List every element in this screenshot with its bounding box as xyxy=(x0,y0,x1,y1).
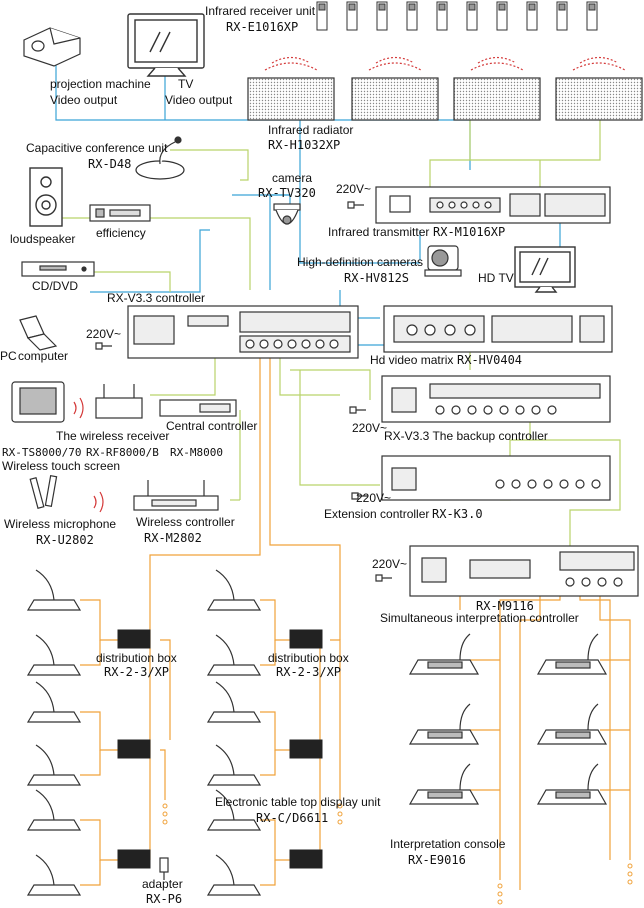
ir-transmitter-label: Infrared transmitter xyxy=(328,225,430,239)
adapter-model: RX-P6 xyxy=(146,892,183,906)
ptz-camera-icon xyxy=(424,245,462,277)
interpretation-console-model: RX-E9016 xyxy=(408,853,466,867)
main-controller-label: RX-V3.3 controller xyxy=(107,291,206,305)
tv-icon xyxy=(127,13,205,77)
projector-sub: Video output xyxy=(50,93,118,107)
power-label-e: 220V~ xyxy=(372,557,408,571)
power-label-a: 220V~ xyxy=(336,182,372,196)
adapter-label: adapter xyxy=(142,877,183,891)
laptop-icon xyxy=(19,315,58,351)
green-cables xyxy=(62,105,621,555)
wireless-controller-label: Wireless controller xyxy=(136,515,235,529)
si-controller-device xyxy=(409,545,639,597)
interpretation-console-label: Interpretation console xyxy=(390,837,506,851)
ir-radiator-title: Infrared radiator xyxy=(268,123,354,137)
tv-sub: Video output xyxy=(165,93,233,107)
conference-unit-icon xyxy=(135,136,185,180)
wireless-mic-model: RX-U2802 xyxy=(36,533,94,547)
ir-waves xyxy=(264,56,626,71)
interpretation-consoles xyxy=(408,633,608,805)
hd-cameras-title: High-definition cameras xyxy=(297,255,424,269)
central-controller-label: Central controller xyxy=(166,419,258,433)
hd-matrix-label: Hd video matrix xyxy=(370,353,454,367)
touch-screen-icon xyxy=(11,381,65,423)
rf-model: RX-RF8000/B xyxy=(86,446,159,459)
wireless-mic-icon xyxy=(29,475,58,510)
backup-controller-label: RX-V3.3 The backup controller xyxy=(384,429,548,443)
ir-radiator-model: RX-H1032XP xyxy=(268,138,341,152)
cd-dvd-label: CD/DVD xyxy=(32,279,79,293)
hd-matrix-model: RX-HV0404 xyxy=(457,353,523,367)
delegate-units-right xyxy=(206,569,262,896)
projector-title: projection machine xyxy=(50,77,151,91)
extension-controller-model: RX-K3.0 xyxy=(432,507,483,521)
hd-tv-label: HD TV xyxy=(478,271,514,285)
terminator-dots xyxy=(162,803,633,905)
amplifier-icon xyxy=(89,204,151,222)
main-controller-device xyxy=(127,305,359,359)
wireless-controller-model: RX-M2802 xyxy=(144,531,202,545)
hd-matrix-device xyxy=(383,305,613,353)
power-label-b: 220V~ xyxy=(86,327,122,341)
camera-title: camera xyxy=(272,171,313,185)
wireless-mic-label: Wireless microphone xyxy=(4,517,117,531)
m8000-model: RX-M8000 xyxy=(170,446,223,459)
tv-title: TV xyxy=(178,77,194,91)
delegate-units-left xyxy=(26,569,82,896)
power-label-c: 220V~ xyxy=(352,421,388,435)
distribution-boxes xyxy=(117,629,323,869)
dvd-player-icon xyxy=(21,261,95,277)
distribution-box-a-model: RX-2-3/XP xyxy=(104,665,170,679)
central-controller-device xyxy=(159,399,237,417)
orange-cables xyxy=(80,340,631,890)
cap-unit-title: Capacitive conference unit xyxy=(26,141,168,155)
ir-transmitter-device xyxy=(375,186,611,224)
computer-label: computer xyxy=(18,349,69,363)
distribution-box-a-label: distribution box xyxy=(96,651,177,665)
efficiency-label: efficiency xyxy=(96,226,146,240)
wireless-receiver-icon xyxy=(95,384,143,419)
si-controller-model: RX-M9116 xyxy=(476,599,534,613)
loudspeaker-label: loudspeaker xyxy=(10,232,76,246)
camera-model: RX-TV320 xyxy=(258,186,316,200)
power-plug-icons xyxy=(95,201,392,582)
wireless-waves-b xyxy=(93,491,104,513)
extension-controller-label: Extension controller xyxy=(324,507,430,521)
hd-cameras-model: RX-HV812S xyxy=(344,271,410,285)
wireless-receiver-label: The wireless receiver xyxy=(56,429,170,443)
wireless-touch-label: Wireless touch screen xyxy=(2,459,121,473)
pc-label: PC xyxy=(0,349,17,363)
ir-transmitter-model: RX-M1016XP xyxy=(433,225,506,239)
dome-camera-icon xyxy=(273,203,301,225)
extension-controller-device xyxy=(381,455,611,501)
ir-radiators xyxy=(247,77,643,121)
table-display-label: Electronic table top display unit xyxy=(215,795,381,809)
table-display-model: RX-C/D6611 xyxy=(256,811,329,825)
adapter-icon xyxy=(159,857,169,880)
ir-receiver-model: RX-E1016XP xyxy=(226,20,299,34)
loudspeaker-icon xyxy=(29,167,63,227)
cap-unit-model: RX-D48 xyxy=(88,157,132,171)
ir-receiver-title: Infrared receiver unit xyxy=(205,4,316,18)
projector-icon xyxy=(23,27,81,67)
distribution-box-b-label: distribution box xyxy=(268,651,349,665)
si-controller-label: Simultaneous interpretation controller xyxy=(380,611,579,625)
hd-tv-icon xyxy=(514,246,576,293)
wireless-controller-device xyxy=(133,480,219,511)
backup-controller-device xyxy=(381,375,611,423)
power-label-d: 220V~ xyxy=(356,491,392,505)
distribution-box-b-model: RX-2-3/XP xyxy=(276,665,342,679)
wireless-waves-a xyxy=(73,397,84,419)
touch-screen-model: RX-TS8000/70 xyxy=(2,446,82,459)
ir-receiver-units xyxy=(316,1,598,31)
